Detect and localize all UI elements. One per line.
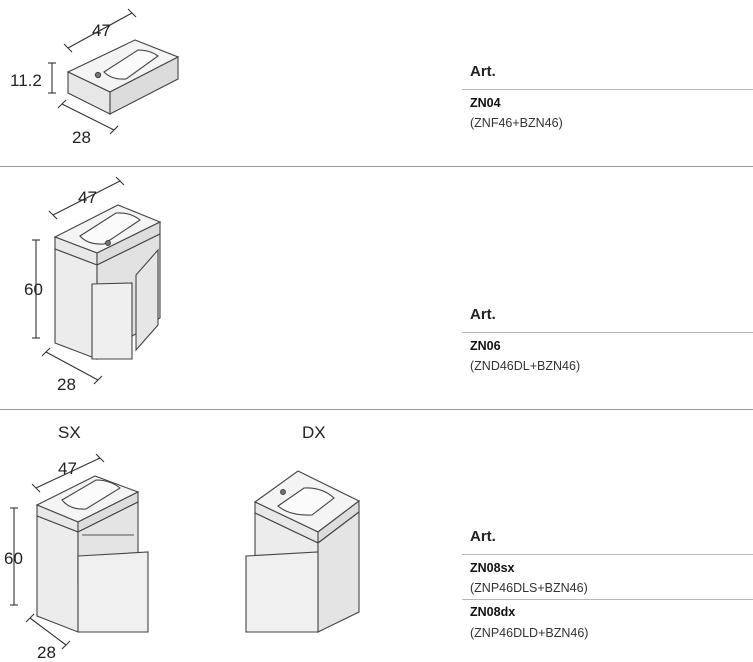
tap-hole — [94, 71, 102, 79]
section-divider-2 — [0, 409, 753, 410]
s3-rule-1 — [462, 554, 753, 555]
s3-item-code-sx: ZN08sx — [470, 561, 515, 575]
s3-item-desc-dx: (ZNP46DLD+BZN46) — [470, 626, 589, 640]
s2-item-desc: (ZND46DL+BZN46) — [470, 359, 581, 373]
s1-width-label: 47 — [92, 21, 111, 40]
sx-drawer — [77, 551, 149, 633]
s1-art-title: Art. — [470, 63, 496, 80]
sx-label: SX — [58, 423, 81, 442]
s2-item-code: ZN06 — [470, 339, 501, 353]
cabinet-tap-hole — [105, 240, 111, 246]
s2-depth-label: 28 — [57, 375, 76, 394]
dx-drawer — [245, 551, 319, 633]
s1-item-desc: (ZNF46+BZN46) — [470, 116, 563, 130]
s3-item-desc-sx: (ZNP46DLS+BZN46) — [470, 581, 588, 595]
s3-depth-label: 28 — [37, 643, 56, 662]
s2-height-label: 60 — [24, 280, 43, 299]
dx-tap-hole — [280, 489, 286, 495]
cabinet-body-front — [54, 248, 98, 360]
sx-body-front — [36, 515, 79, 633]
s3-width-label: 47 — [58, 459, 77, 478]
s3-height-label: 60 — [4, 549, 23, 568]
s1-item-code: ZN04 — [470, 96, 501, 110]
cabinet-door-right — [135, 248, 159, 352]
sx-bowl — [61, 479, 121, 510]
s3-item-code-dx: ZN08dx — [470, 605, 516, 619]
s1-height-label: 11.2 — [10, 71, 42, 90]
dx-label: DX — [302, 423, 326, 442]
basin-side — [109, 56, 179, 115]
dx-bowl — [277, 487, 335, 516]
s2-width-label: 47 — [78, 188, 97, 207]
cabinet-door-left — [91, 282, 133, 360]
s1-rule-1 — [462, 89, 753, 90]
section-divider-1 — [0, 166, 753, 167]
basin-bowl — [103, 49, 159, 80]
s2-art-title: Art. — [470, 306, 496, 323]
s3-art-title: Art. — [470, 528, 496, 545]
s1-depth-label: 28 — [72, 128, 91, 147]
s2-rule-1 — [462, 332, 753, 333]
s3-rule-2 — [462, 599, 753, 600]
cabinet-bowl — [79, 212, 141, 245]
